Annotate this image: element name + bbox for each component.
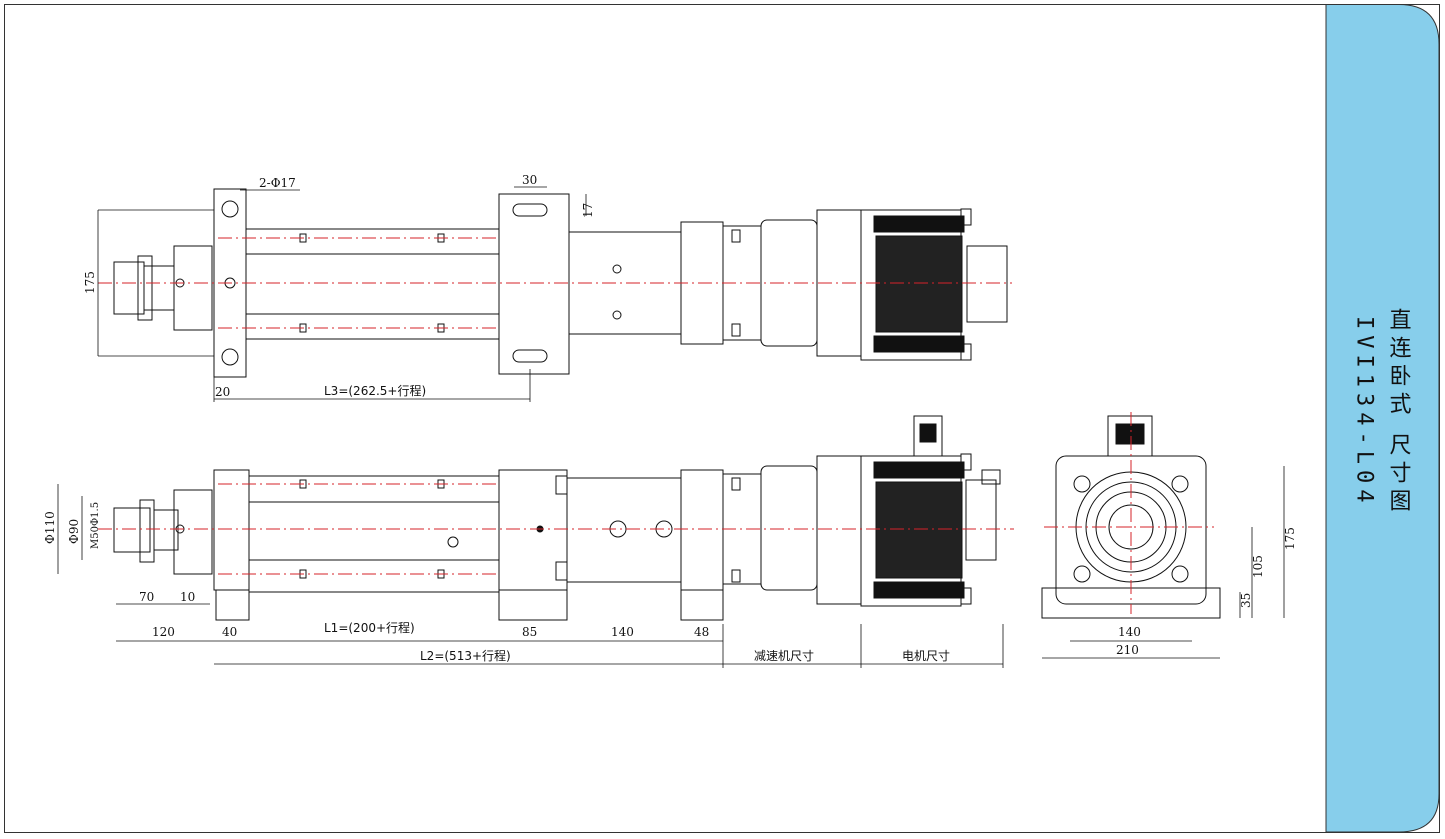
l3-label: L3=(262.5+行程): [324, 383, 426, 398]
l1-label: L1=(200+行程): [324, 620, 415, 635]
end-35-label: 35: [1239, 593, 1253, 608]
end-105-label: 105: [1251, 555, 1265, 578]
reducer-size-label: 减速机尺寸: [754, 649, 814, 663]
phi110-label: Φ110: [43, 511, 57, 544]
thread-label: M50Φ1.5: [90, 502, 101, 549]
sidebar-title: 直连卧式 尺寸图: [1386, 308, 1412, 517]
slot-width-label: 30: [522, 173, 537, 187]
top-height-label: 175: [83, 271, 97, 294]
l2-label: L2=(513+行程): [420, 648, 511, 663]
edge-dim-label: 20: [215, 385, 230, 399]
sidebar-model: IVI134-L04: [1352, 316, 1377, 508]
mount-hole-bottom: [221, 348, 239, 366]
dim-85-label: 85: [522, 625, 537, 639]
drawing-frame: [4, 4, 1440, 833]
dim-120-label: 120: [152, 625, 175, 639]
sidebar-panel: [1325, 4, 1440, 833]
dim-40-label: 40: [222, 625, 237, 639]
dim-70-label: 70: [139, 590, 154, 604]
top-view: [113, 188, 1008, 378]
dim-48-label: 48: [694, 625, 709, 639]
hole-label: 2-Φ17: [259, 176, 296, 190]
mount-hole-top: [221, 200, 239, 218]
phi90-label: Φ90: [67, 519, 81, 544]
end-140-label: 140: [1118, 625, 1141, 639]
motor-size-label: 电机尺寸: [902, 649, 950, 663]
dim-140-label: 140: [611, 625, 634, 639]
side-view: [113, 415, 1001, 621]
dim-10-label: 10: [180, 590, 195, 604]
end-210-label: 210: [1116, 643, 1139, 657]
slot-height-label: 17: [581, 203, 595, 218]
dimension-drawing: 直连卧式 尺寸图 IVI134-L04: [4, 4, 1440, 833]
end-175-label: 175: [1283, 527, 1297, 550]
